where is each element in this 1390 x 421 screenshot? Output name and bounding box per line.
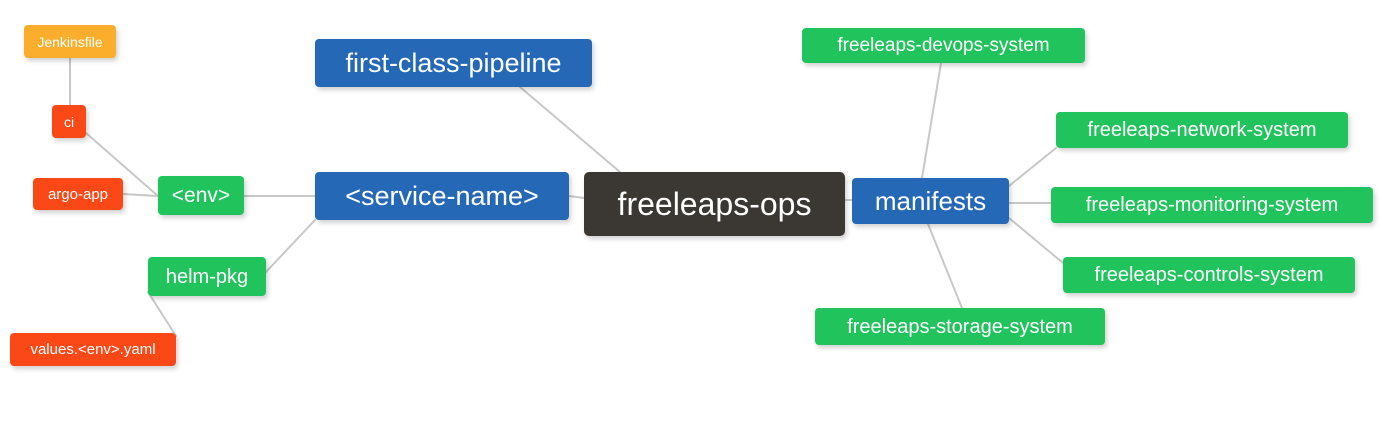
node-label-freeleaps-controls-system: freeleaps-controls-system — [1094, 264, 1324, 286]
edge-helm-pkg-to-values-env-yaml — [147, 291, 177, 337]
node-label-ci: ci — [63, 113, 75, 130]
edge-manifests-to-freeleaps-devops-system — [921, 62, 942, 179]
edge-first-class-pipeline-to-freeleaps-ops — [519, 86, 621, 173]
edge-manifests-to-freeleaps-controls-system — [1008, 217, 1064, 264]
node-label-values-env-yaml: values.<env>.yaml — [30, 341, 156, 358]
node-env[interactable]: <env> — [158, 176, 244, 215]
node-helm-pkg[interactable]: helm-pkg — [148, 257, 266, 296]
node-label-freeleaps-storage-system: freeleaps-storage-system — [847, 315, 1073, 338]
node-argo-app[interactable]: argo-app — [33, 178, 123, 210]
node-label-manifests: manifests — [874, 186, 987, 216]
node-label-env: <env> — [171, 184, 231, 207]
node-ci[interactable]: ci — [52, 105, 86, 138]
node-service-name[interactable]: <service-name> — [315, 172, 569, 220]
node-first-class-pipeline[interactable]: first-class-pipeline — [315, 39, 592, 87]
node-label-helm-pkg: helm-pkg — [165, 265, 249, 288]
node-label-freeleaps-ops: freeleaps-ops — [617, 186, 812, 222]
edge-manifests-to-freeleaps-network-system — [1008, 147, 1057, 187]
edge-argo-app-to-env — [122, 193, 159, 197]
node-label-freeleaps-monitoring-system: freeleaps-monitoring-system — [1085, 194, 1339, 216]
edge-service-name-to-helm-pkg — [265, 219, 316, 273]
node-label-first-class-pipeline: first-class-pipeline — [345, 47, 562, 78]
node-freeleaps-controls-system[interactable]: freeleaps-controls-system — [1063, 257, 1355, 293]
node-label-service-name: <service-name> — [345, 180, 539, 211]
node-jenkinsfile[interactable]: Jenkinsfile — [24, 25, 116, 58]
node-freeleaps-network-system[interactable]: freeleaps-network-system — [1056, 112, 1348, 148]
edge-manifests-to-freeleaps-storage-system — [927, 223, 963, 309]
node-freeleaps-ops[interactable]: freeleaps-ops — [584, 172, 845, 236]
node-label-argo-app: argo-app — [47, 185, 109, 203]
node-freeleaps-storage-system[interactable]: freeleaps-storage-system — [815, 308, 1105, 345]
node-freeleaps-monitoring-system[interactable]: freeleaps-monitoring-system — [1051, 187, 1373, 223]
node-manifests[interactable]: manifests — [852, 178, 1009, 224]
node-label-freeleaps-network-system: freeleaps-network-system — [1087, 119, 1317, 141]
node-label-jenkinsfile: Jenkinsfile — [37, 33, 103, 50]
node-values-env-yaml[interactable]: values.<env>.yaml — [10, 333, 176, 366]
edge-service-name-to-freeleaps-ops — [568, 195, 585, 199]
node-freeleaps-devops-system[interactable]: freeleaps-devops-system — [802, 28, 1085, 63]
node-label-freeleaps-devops-system: freeleaps-devops-system — [837, 35, 1050, 56]
